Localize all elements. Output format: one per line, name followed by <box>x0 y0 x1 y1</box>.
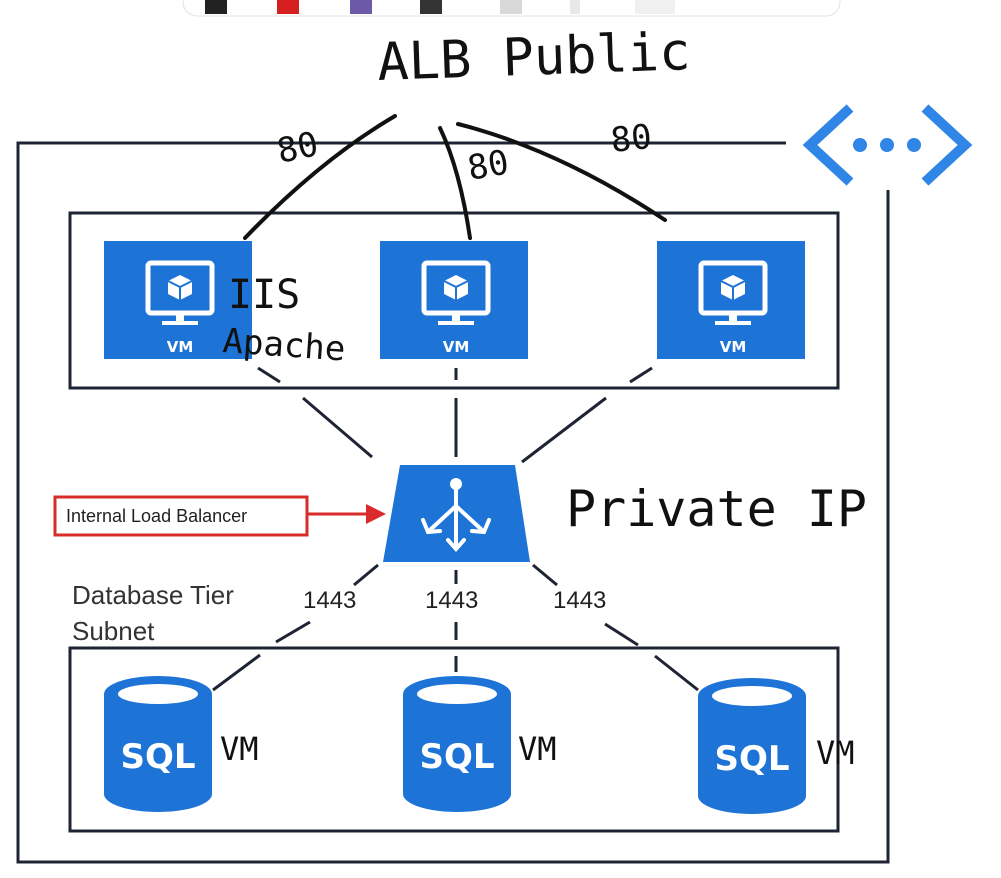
virtual-machine-icon <box>421 260 491 325</box>
vm-tile-2: VM <box>380 241 528 359</box>
vm-label: VM <box>443 338 470 356</box>
lb-to-sql-connectors <box>212 563 699 692</box>
sql-label: SQL <box>120 737 195 777</box>
port-80-annotation-3: 80 <box>609 117 654 161</box>
sql-database-3: SQL <box>698 678 806 814</box>
handwritten-annotations: ALB Public 80 80 80 IIS Apache Private I… <box>220 22 867 772</box>
virtual-machine-icon <box>698 260 768 325</box>
vnet-boundary <box>16 141 890 864</box>
virtual-network-icon <box>802 104 973 186</box>
sql-database-icon <box>698 678 806 814</box>
vm-tile-1: VM <box>104 241 252 359</box>
sql-label: SQL <box>714 739 789 779</box>
port-label-2: 1443 <box>425 587 478 614</box>
sql-database-2: SQL <box>403 676 511 812</box>
vm-to-lb-connectors <box>257 366 653 464</box>
sql-vm-annotation-1: VM <box>220 730 259 768</box>
port-80-annotation-2: 80 <box>465 142 512 189</box>
sql-vm-annotation-3: VM <box>816 734 855 772</box>
internal-load-balancer-label: Internal Load Balancer <box>66 506 247 526</box>
alb-ink-lines <box>243 114 667 240</box>
database-tier-label: Database Tier <box>72 580 234 610</box>
private-ip-annotation: Private IP <box>566 480 867 538</box>
load-balancer-icon <box>383 465 530 562</box>
port-80-annotation-1: 80 <box>274 124 322 172</box>
iis-annotation: IIS <box>228 272 300 318</box>
subnet-label: Subnet <box>72 616 155 646</box>
sql-database-1: SQL <box>104 676 212 812</box>
sql-label: SQL <box>419 737 494 777</box>
sql-database-icon <box>403 676 511 812</box>
vm-tile-3: VM <box>657 241 805 359</box>
web-tier-subnet <box>68 211 840 390</box>
virtual-machine-icon <box>145 260 215 325</box>
database-tier-subnet <box>68 646 840 833</box>
vm-label: VM <box>167 338 194 356</box>
apache-annotation: Apache <box>221 321 346 369</box>
port-label-3: 1443 <box>553 587 606 614</box>
alb-public-annotation: ALB Public <box>376 22 691 93</box>
vm-label: VM <box>720 338 747 356</box>
drawing-toolbar <box>182 0 841 17</box>
internal-load-balancer-callout: Internal Load Balancer <box>53 495 386 537</box>
arrow-right-icon <box>366 504 386 524</box>
port-label-1: 1443 <box>303 587 356 614</box>
sql-database-icon <box>104 676 212 812</box>
sql-vm-annotation-2: VM <box>518 730 557 768</box>
